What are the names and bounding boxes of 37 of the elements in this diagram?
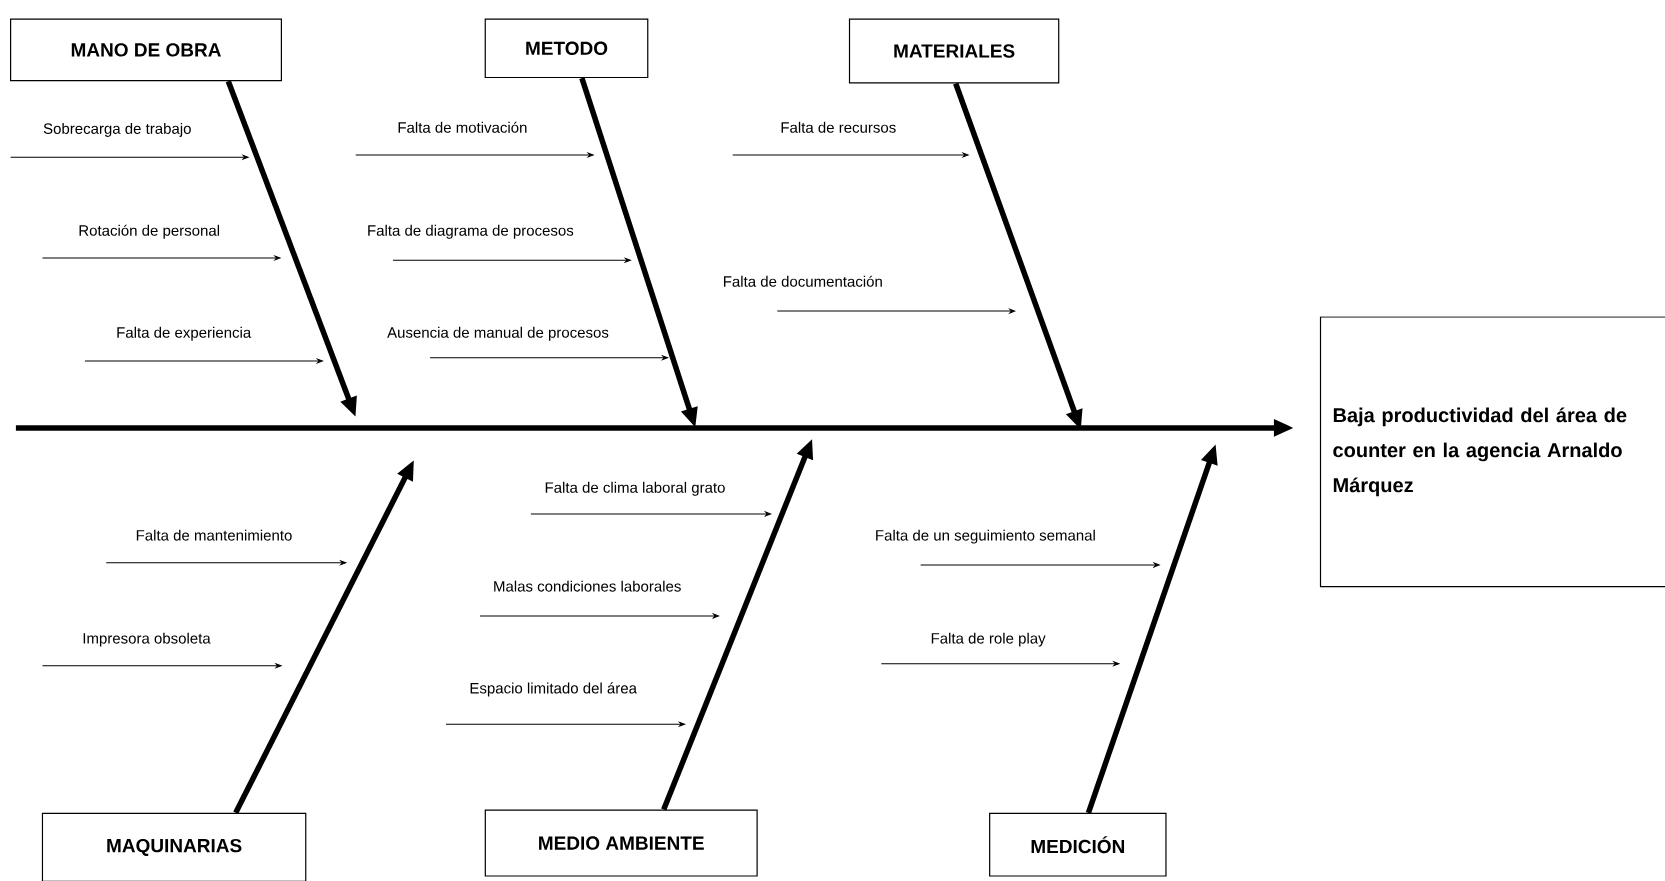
cause-arrow (42, 663, 282, 669)
category-box: METODO (484, 18, 649, 79)
cause-label: Sobrecarga de trabajo (43, 122, 191, 137)
cause-arrow (429, 355, 669, 361)
cause-label: Falta de clima laboral grato (545, 481, 725, 496)
cause-label: Falta de recursos (781, 121, 896, 133)
category-box: MEDIO AMBIENTE (484, 809, 758, 877)
cause-label: Falta de un seguimiento semanal (876, 529, 1095, 544)
category-box: MANO DE OBRA (10, 18, 282, 82)
cause-arrow (530, 511, 772, 517)
cause-label: Falta de experiencia (117, 326, 252, 341)
cause-arrow (10, 154, 249, 160)
cause-label: Falta de mantenimiento (136, 529, 292, 541)
cause-label: Impresora obsoleta (83, 632, 211, 647)
cause-arrow (355, 152, 594, 158)
cause-arrow (42, 255, 281, 261)
category-box: MEDICIÓN (989, 812, 1167, 877)
cause-arrow (84, 358, 323, 364)
cause-arrow (445, 721, 686, 727)
cause-arrow (105, 560, 347, 566)
category-box: MAQUINARIAS (41, 812, 307, 881)
cause-arrow (392, 257, 631, 263)
cause-arrow (479, 613, 719, 619)
cause-label: Ausencia de manual de procesos (387, 326, 609, 341)
effect-box: Baja productividad del área de counter en la agencia Arnaldo Márquez (1319, 316, 1665, 588)
cause-label: Falta de documentación (724, 275, 882, 287)
cause-arrow (880, 661, 1120, 667)
cause-label: Rotación de personal (79, 224, 220, 239)
cause-label: Falta de role play (931, 632, 1046, 647)
category-box: MATERIALES (848, 18, 1060, 84)
cause-arrow (776, 308, 1016, 314)
cause-label: Falta de motivación (398, 121, 527, 133)
cause-label: Malas condiciones laborales (494, 580, 681, 592)
cause-label: Espacio limitado del área (470, 682, 637, 697)
cause-arrow (920, 562, 1160, 568)
cause-arrow (732, 152, 969, 158)
cause-label: Falta de diagrama de procesos (368, 224, 574, 239)
